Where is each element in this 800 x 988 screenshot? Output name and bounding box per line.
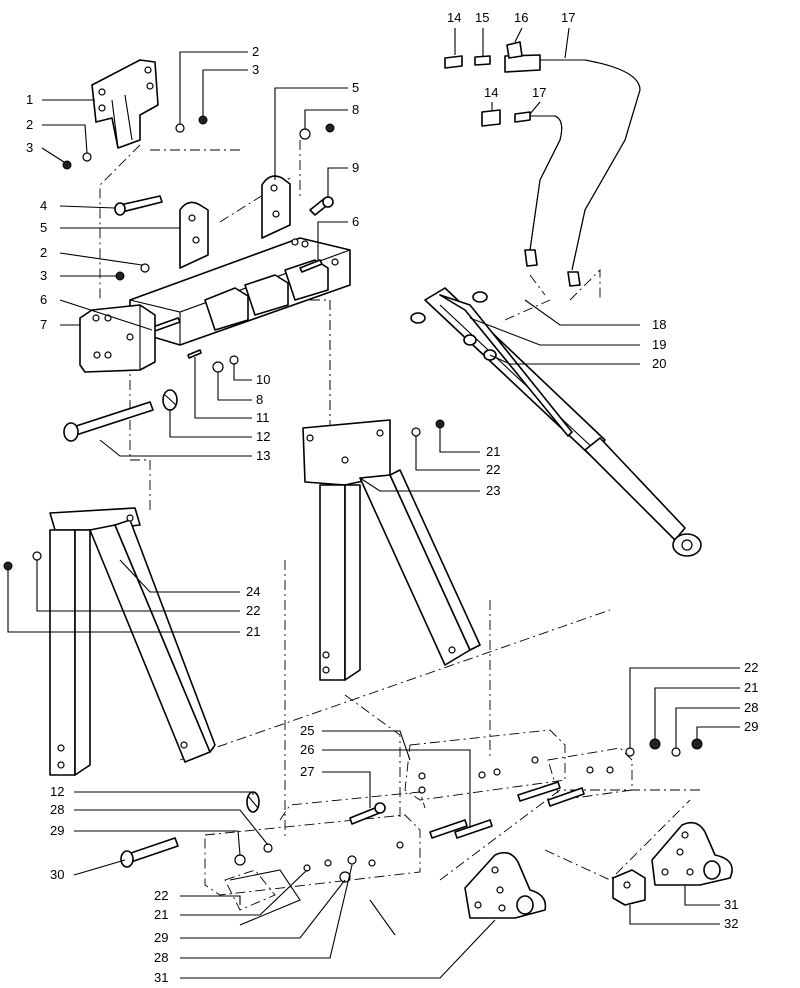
callout-label: 22 <box>154 888 168 903</box>
leader-lines <box>7 27 740 979</box>
callout-label: 21 <box>744 680 758 695</box>
callout-label: 21 <box>246 624 260 639</box>
rail-assembly <box>129 237 351 346</box>
callout-label: 26 <box>300 742 314 757</box>
bolt-4 <box>114 195 163 216</box>
callout-label: 8 <box>352 102 359 117</box>
bolt-9 <box>309 196 334 216</box>
callout-label: 22 <box>744 660 758 675</box>
callout-label: 31 <box>154 970 168 985</box>
callout-label: 15 <box>475 10 489 25</box>
callout-label: 8 <box>256 392 263 407</box>
callout-label: 29 <box>50 823 64 838</box>
callout-label: 31 <box>724 897 738 912</box>
plate-7 <box>79 304 156 373</box>
callout-label: 17 <box>532 85 546 100</box>
bracket-part-1 <box>91 59 159 149</box>
callout-label: 30 <box>50 867 64 882</box>
bolts-25-26-27 <box>349 781 585 839</box>
callout-label: 12 <box>256 429 270 444</box>
mast-24 <box>3 507 216 776</box>
callout-label: 2 <box>252 44 259 59</box>
callout-label: 3 <box>252 62 259 77</box>
callout-label: 9 <box>352 160 359 175</box>
callout-label: 14 <box>484 85 498 100</box>
callout-label: 16 <box>514 10 528 25</box>
callout-label: 6 <box>40 292 47 307</box>
block-32 <box>612 869 646 906</box>
callout-label: 13 <box>256 448 270 463</box>
callout-label: 6 <box>352 214 359 229</box>
callout-label: 4 <box>40 198 47 213</box>
callout-label: 25 <box>300 723 314 738</box>
callout-label: 14 <box>447 10 461 25</box>
plate-5-left <box>179 201 209 269</box>
callout-label: 20 <box>652 356 666 371</box>
callout-label: 29 <box>744 719 758 734</box>
pin-30 <box>120 791 260 868</box>
callout-label: 11 <box>256 410 270 425</box>
callout-label: 29 <box>154 930 168 945</box>
callout-label: 28 <box>744 700 758 715</box>
callout-label: 32 <box>724 916 738 931</box>
callout-label: 27 <box>300 764 314 779</box>
callout-label: 5 <box>352 80 359 95</box>
callout-label: 18 <box>652 317 666 332</box>
callout-label: 21 <box>154 907 168 922</box>
washers-2-3-mid <box>115 263 150 281</box>
hoses-17 <box>524 59 641 287</box>
fittings-14-15-16 <box>444 41 541 127</box>
callout-label: 1 <box>26 92 33 107</box>
pin-13 <box>63 389 178 442</box>
callout-label: 23 <box>486 483 500 498</box>
callout-labels: 1 2 3 2 3 4 5 2 3 6 7 5 8 9 6 10 8 11 12… <box>26 10 758 985</box>
callout-label: 5 <box>40 220 47 235</box>
callout-label: 24 <box>246 584 260 599</box>
callout-label: 3 <box>26 140 33 155</box>
callout-label: 21 <box>486 444 500 459</box>
callout-label: 28 <box>154 950 168 965</box>
callout-label: 12 <box>50 784 64 799</box>
mast-23 <box>302 419 481 681</box>
callout-label: 7 <box>40 317 47 332</box>
plate-5-right <box>261 175 291 239</box>
callout-label: 22 <box>486 462 500 477</box>
hydraulic-cylinder <box>410 287 702 557</box>
callout-label: 17 <box>561 10 575 25</box>
callout-label: 2 <box>40 245 47 260</box>
callout-label: 19 <box>652 337 666 352</box>
bracket-31-lower <box>464 851 547 919</box>
right-hardware <box>625 738 703 757</box>
bracket-31-right <box>651 821 733 886</box>
base-frame <box>204 729 633 911</box>
callout-label: 22 <box>246 603 260 618</box>
callout-label: 10 <box>256 372 270 387</box>
callout-label: 28 <box>50 802 64 817</box>
callout-label: 3 <box>40 268 47 283</box>
callout-label: 2 <box>26 117 33 132</box>
pin-11 <box>187 349 202 359</box>
